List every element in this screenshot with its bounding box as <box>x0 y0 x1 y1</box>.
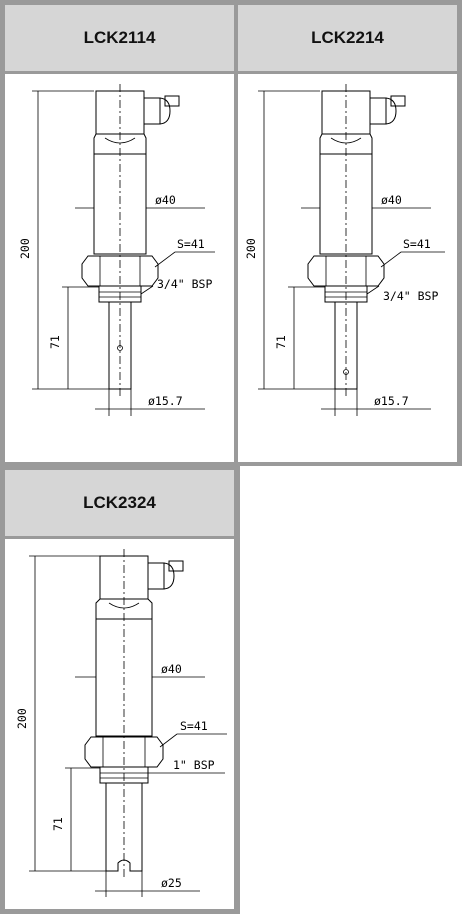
sensor-outline <box>32 84 215 416</box>
dim-wrench: S=41 <box>180 719 208 733</box>
model-header-lck2114: LCK2114 <box>5 5 234 71</box>
drawing-lck2214: 200 71 ø40 S=41 3/4" BSP ø15.7 <box>238 74 457 462</box>
dim-height: 200 <box>244 238 258 259</box>
drawing-lck2114: 200 71 ø40 S=41 3/4" BSP ø15.7 <box>5 74 234 462</box>
dim-length: 71 <box>51 817 65 831</box>
dim-thread: 3/4" BSP <box>383 289 438 303</box>
dim-body-diameter: ø40 <box>161 662 182 676</box>
dim-body-diameter: ø40 <box>381 193 402 207</box>
dim-thread: 1" BSP <box>173 758 215 772</box>
model-header-lck2324: LCK2324 <box>5 470 234 536</box>
dim-thread: 3/4" BSP <box>157 277 212 291</box>
dim-length: 71 <box>274 335 288 349</box>
model-header-lck2214: LCK2214 <box>238 5 457 71</box>
dim-height: 200 <box>18 238 32 259</box>
dim-tip-diameter: ø25 <box>161 876 182 890</box>
dim-length: 71 <box>48 335 62 349</box>
dim-tip-diameter: ø15.7 <box>374 394 409 408</box>
sensor-outline <box>258 84 445 416</box>
dim-wrench: S=41 <box>177 237 205 251</box>
dim-body-diameter: ø40 <box>155 193 176 207</box>
dim-tip-diameter: ø15.7 <box>148 394 183 408</box>
dim-height: 200 <box>15 708 29 729</box>
sensor-outline <box>29 549 227 897</box>
drawing-lck2324: 200 71 ø40 S=41 1" BSP ø25 <box>5 539 234 909</box>
dim-wrench: S=41 <box>403 237 431 251</box>
